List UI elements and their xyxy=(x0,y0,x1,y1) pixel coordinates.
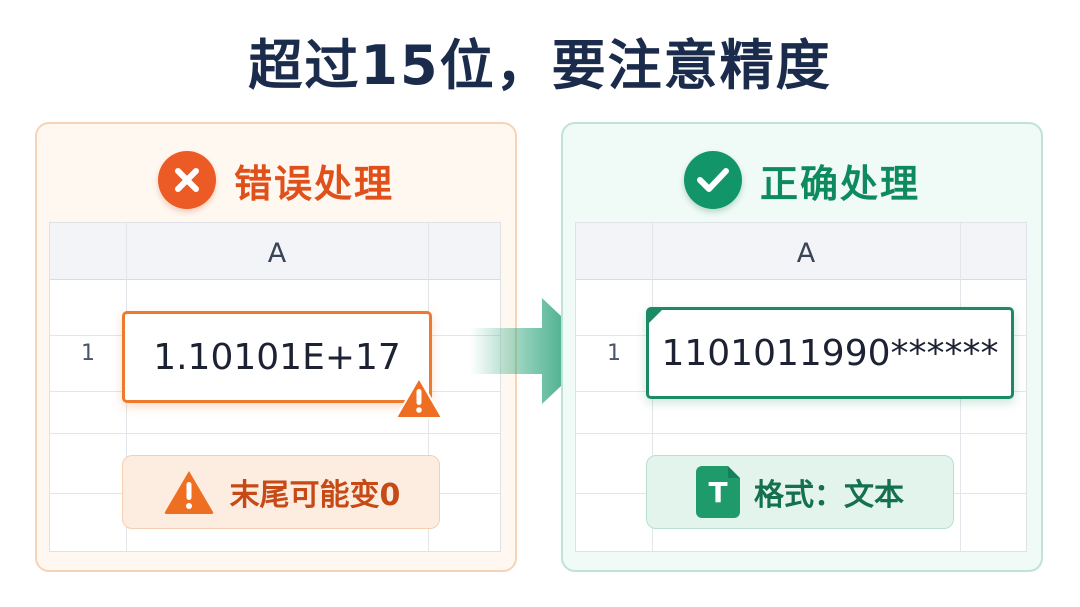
cell-a1-text[interactable]: 1101011990****** xyxy=(646,307,1014,399)
format-note: T 格式：文本 xyxy=(646,455,954,529)
row-number[interactable]: 1 xyxy=(81,341,95,366)
row-number[interactable]: 1 xyxy=(607,341,621,366)
check-circle-icon xyxy=(683,151,742,209)
wrong-handling-panel: 错误处理 A 1 1.10101E+17 末尾可能变0 xyxy=(35,122,517,572)
cell-a1-value: 1101011990****** xyxy=(661,332,999,374)
spreadsheet-correct: A 1 1101011990****** T 格式：文本 xyxy=(575,222,1027,552)
spreadsheet-wrong: A 1 1.10101E+17 末尾可能变0 xyxy=(49,222,501,552)
column-header-row xyxy=(50,223,500,280)
text-format-icon-letter: T xyxy=(708,475,728,509)
cell-a1-scientific[interactable]: 1.10101E+17 xyxy=(122,311,432,403)
warning-note-text: 末尾可能变0 xyxy=(229,478,401,513)
column-header-row xyxy=(576,223,1026,280)
warning-icon xyxy=(164,471,213,514)
column-header-a[interactable]: A xyxy=(267,238,287,269)
text-marker-triangle xyxy=(649,310,662,323)
text-format-icon: T xyxy=(696,466,740,518)
x-circle-icon xyxy=(157,151,216,209)
correct-panel-title: 正确处理 xyxy=(759,161,920,206)
format-note-text: 格式：文本 xyxy=(754,478,904,513)
correct-handling-panel: 正确处理 A 1 1101011990****** T 格式：文本 xyxy=(561,122,1043,572)
warning-note: 末尾可能变0 xyxy=(122,455,440,529)
correct-panel-header: 正确处理 xyxy=(563,150,1041,210)
wrong-panel-header: 错误处理 xyxy=(37,150,515,210)
page-title: 超过15位，要注意精度 xyxy=(248,34,832,97)
wrong-panel-title: 错误处理 xyxy=(233,161,394,206)
column-header-a[interactable]: A xyxy=(796,238,816,269)
cell-warning-icon xyxy=(395,376,443,419)
